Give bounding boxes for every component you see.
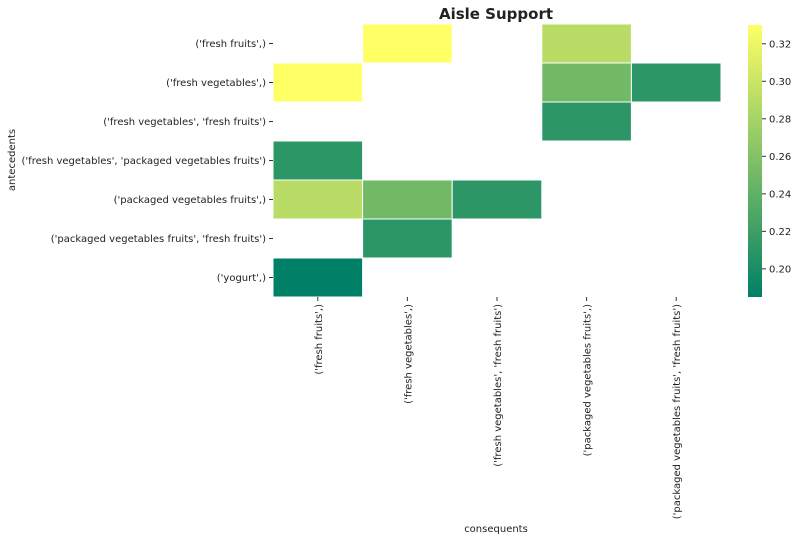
colorbar-tick-label: 0.26 <box>769 152 791 163</box>
y-axis-ticks: ('fresh fruits',) ('fresh vegetables',) ('… <box>22 39 273 284</box>
colorbar-tick-label: 0.24 <box>769 189 791 200</box>
heatmap-cell <box>272 257 364 298</box>
x-tick-label: ('fresh vegetables', 'fresh fruits') <box>493 304 504 467</box>
heatmap-cell <box>451 179 543 220</box>
heatmap-cells <box>272 23 722 298</box>
colorbar-gradient <box>748 25 762 297</box>
colorbar-tick-label: 0.32 <box>769 39 791 50</box>
heatmap-cell <box>541 101 632 142</box>
heatmap-cell <box>541 23 632 64</box>
x-tick-label: ('fresh vegetables',) <box>403 304 414 404</box>
chart-title: Aisle Support <box>439 5 553 23</box>
y-tick-label: ('packaged vegetables fruits', 'fresh fr… <box>51 234 266 245</box>
y-tick-label: ('fresh fruits',) <box>195 39 266 50</box>
y-axis-label: antecedents <box>7 129 18 191</box>
heatmap-cell <box>362 218 453 259</box>
heatmap-cell <box>272 140 364 181</box>
x-tick-label: ('packaged vegetables fruits',) <box>583 304 594 456</box>
x-tick-label: ('packaged vegetables fruits', 'fresh fr… <box>672 304 683 519</box>
colorbar-tick-label: 0.20 <box>769 264 791 275</box>
heatmap-cell <box>272 179 364 220</box>
x-tick-label: ('fresh fruits',) <box>314 304 325 375</box>
heatmap-cell <box>362 179 453 220</box>
heatmap-cell <box>362 23 453 64</box>
y-tick-label: ('fresh vegetables', 'packaged vegetable… <box>22 156 267 167</box>
colorbar-tick-label: 0.22 <box>769 227 791 238</box>
y-tick-label: ('yogurt',) <box>217 273 266 284</box>
colorbar: 0.20 0.22 0.24 0.26 0.28 0.30 0.32 <box>748 25 791 297</box>
heatmap-cell <box>630 62 722 103</box>
y-tick-label: ('packaged vegetables fruits',) <box>114 195 266 206</box>
heatmap-cell <box>272 62 364 103</box>
y-tick-label: ('fresh vegetables', 'fresh fruits') <box>103 117 266 128</box>
colorbar-tick-label: 0.30 <box>769 77 791 88</box>
y-tick-label: ('fresh vegetables',) <box>166 78 266 89</box>
heatmap-cell <box>541 62 632 103</box>
x-axis-ticks: ('fresh fruits',) ('fresh vegetables',) ('… <box>314 297 683 519</box>
x-axis-label: consequents <box>464 524 528 535</box>
colorbar-ticks: 0.20 0.22 0.24 0.26 0.28 0.30 0.32 <box>762 39 791 275</box>
colorbar-tick-label: 0.28 <box>769 114 791 125</box>
